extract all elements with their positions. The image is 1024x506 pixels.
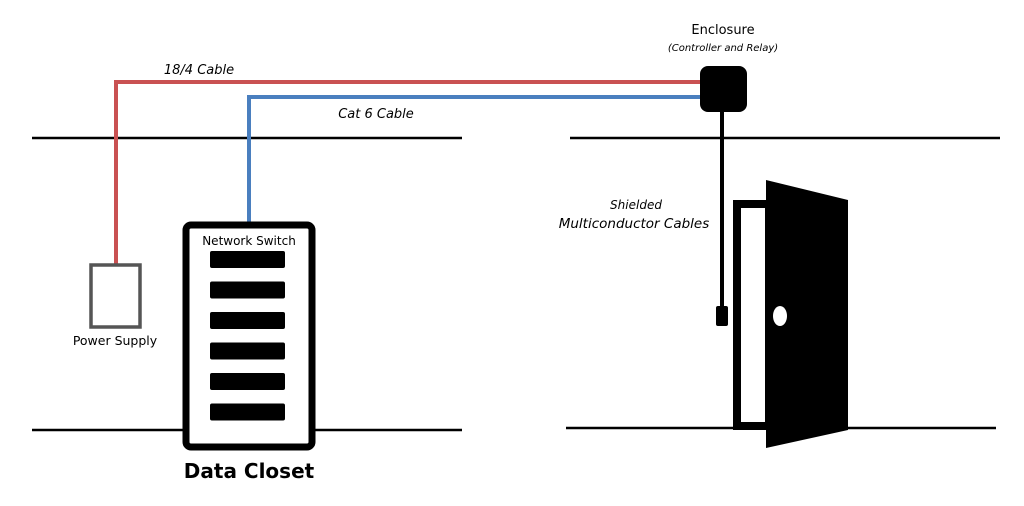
wall-lines — [32, 136, 1000, 432]
switch-port-bar — [210, 312, 285, 329]
power-supply-label: Power Supply — [73, 333, 158, 348]
switch-port-bar — [210, 342, 285, 360]
door-panel — [766, 180, 848, 448]
switch-port-bar — [210, 251, 285, 268]
cable-18-4-label: 18/4 Cable — [164, 63, 234, 78]
network-switch-rack-icon — [182, 221, 316, 451]
enclosure-title: Enclosure — [691, 23, 754, 38]
switch-ports — [210, 251, 285, 421]
switch-port-bar — [210, 403, 285, 421]
data-closet-label: Data Closet — [184, 459, 315, 483]
network-switch-label: Network Switch — [202, 234, 296, 248]
switch-port-bar — [210, 373, 285, 390]
enclosure-box-icon — [700, 66, 747, 112]
door-frame — [733, 200, 773, 430]
open-door-icon — [733, 180, 848, 448]
door-strike-connector — [716, 306, 728, 326]
cable-18-4-line — [114, 80, 704, 265]
switch-port-bar — [210, 281, 285, 299]
shielded-label-line1: Shielded — [610, 198, 662, 212]
cable-cat6-label: Cat 6 Cable — [338, 107, 414, 122]
shielded-label-line2: Multiconductor Cables — [559, 216, 710, 232]
cable-cat6-line — [247, 95, 704, 223]
switch-cabinet — [182, 221, 316, 451]
door-knob — [773, 306, 787, 326]
power-supply-box-icon — [89, 263, 142, 329]
enclosure-subtitle: (Controller and Relay) — [668, 43, 778, 54]
